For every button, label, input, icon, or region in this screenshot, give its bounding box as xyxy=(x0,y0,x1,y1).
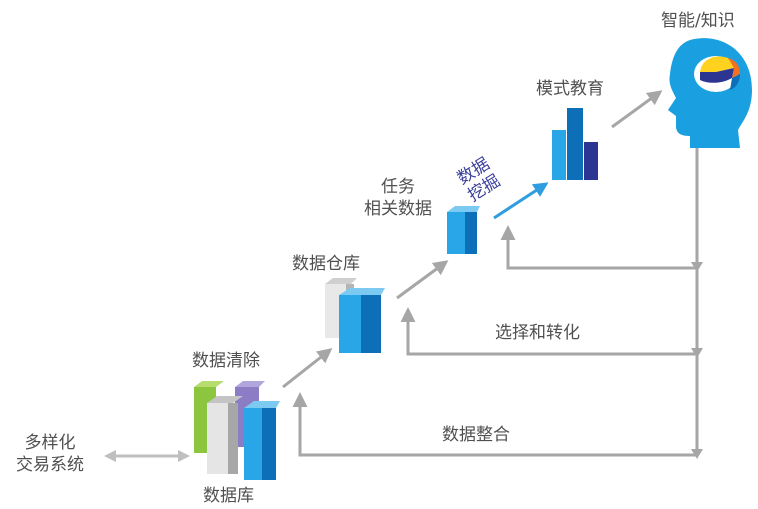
arrowhead-down-3 xyxy=(691,449,703,459)
arrowhead-down-2 xyxy=(691,348,703,358)
task-data-cube xyxy=(447,206,480,254)
data-cleaning-label: 数据清除 xyxy=(192,351,260,371)
feedback-arrowheads xyxy=(691,262,703,459)
selection-transform-label: 选择和转化 xyxy=(495,323,580,343)
head-brain-icon xyxy=(668,38,752,148)
arrow-db-to-cleaning xyxy=(282,348,333,389)
feedback-lines xyxy=(292,148,699,457)
pattern-education-label: 模式教育 xyxy=(536,79,604,99)
data-warehouse-label: 数据仓库 xyxy=(292,254,360,274)
progression-arrows xyxy=(282,90,663,389)
warehouse-cylinders xyxy=(325,278,385,353)
diverse-systems-line-1: 多样化 xyxy=(24,433,76,453)
arrow-warehouse-to-task xyxy=(396,260,449,300)
feedback-to-warehouse xyxy=(400,307,697,356)
task-data-label: 任务 相关数据 xyxy=(358,176,438,220)
arrowhead-down-1 xyxy=(691,262,703,272)
database-cylinders xyxy=(194,381,280,480)
feedback-to-task-data xyxy=(500,225,697,270)
data-integration-label: 数据整合 xyxy=(442,425,510,445)
double-arrow xyxy=(104,450,190,462)
task-data-line-2: 相关数据 xyxy=(364,199,432,219)
arrow-data-mining xyxy=(493,182,549,220)
database-label: 数据库 xyxy=(203,486,254,506)
task-data-line-1: 任务 xyxy=(381,177,415,197)
pattern-bars-icon xyxy=(552,108,598,180)
intelligence-label: 智能/知识 xyxy=(661,11,735,31)
diverse-systems-line-2: 交易系统 xyxy=(16,455,84,475)
diverse-systems-label: 多样化 交易系统 xyxy=(8,432,92,476)
feedback-to-database xyxy=(292,392,697,457)
arrow-pattern-to-knowledge xyxy=(611,90,663,129)
